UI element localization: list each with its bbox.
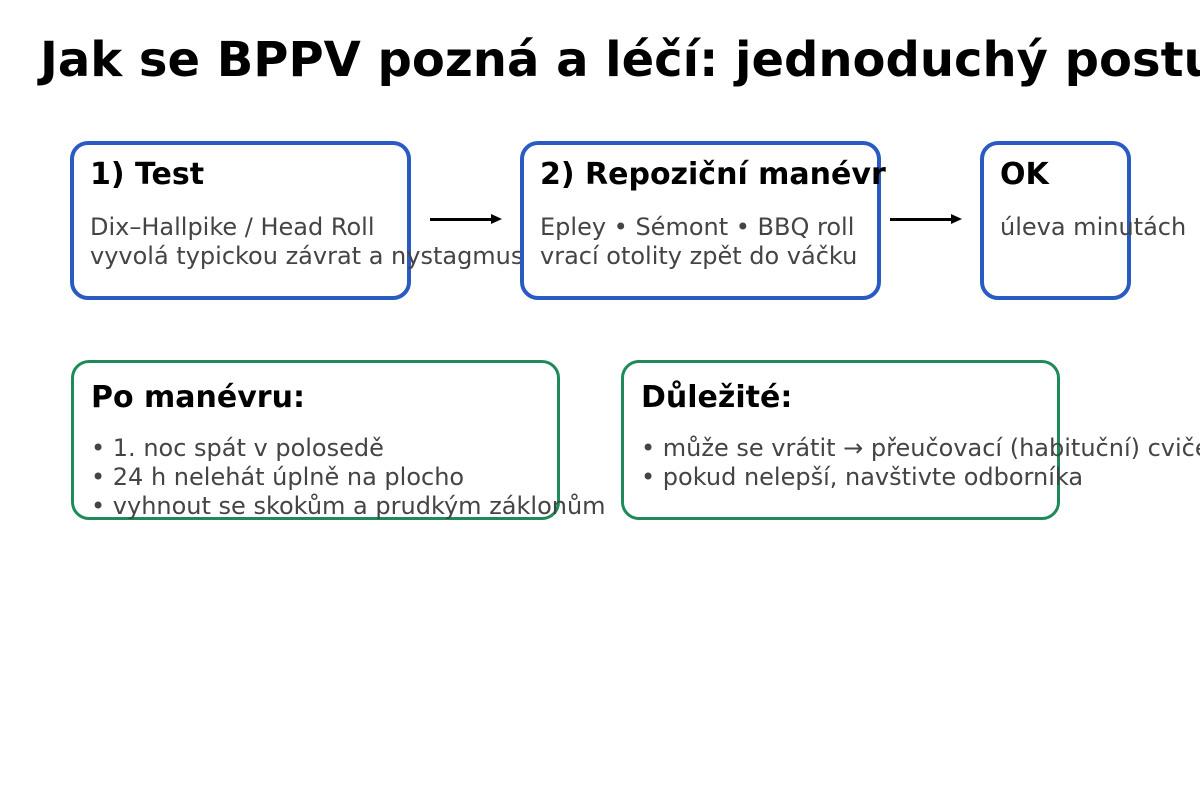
step-test-line: vyvolá typickou závrat a nystagmus (90, 242, 524, 270)
after-maneuver-heading: Po manévru: (91, 380, 305, 415)
step-maneuver-text: Epley • Sémont • BBQ roll vrací otolity … (540, 213, 877, 271)
list-item: • vyhnout se skokům a prudkým záklonům (91, 492, 606, 520)
flow-arrow-right-icon (430, 213, 502, 227)
list-item: • pokud nelepší, navštivte odborníka (641, 463, 1084, 491)
list-item: • 24 h nelehát úplně na plocho (91, 463, 465, 491)
step-test-heading: 1) Test (90, 157, 205, 192)
step-ok-line: úleva minutách (1000, 213, 1187, 241)
after-maneuver-list: • 1. noc spát v polosedě • 24 h nelehát … (91, 434, 606, 521)
step-ok-text: úleva minutách (1000, 213, 1187, 242)
step-maneuver-line: vrací otolity zpět do váčku (540, 242, 858, 270)
step-ok-box: OK úleva minutách (980, 141, 1187, 300)
important-heading: Důležité: (641, 380, 793, 415)
list-item: • 1. noc spát v polosedě (91, 434, 384, 462)
step-test-box: 1) Test Dix–Hallpike / Head Roll vyvolá … (70, 141, 524, 300)
page-title: Jak se BPPV pozná a léčí: jednoduchý pos… (40, 32, 1200, 88)
step-ok-heading: OK (1000, 157, 1049, 192)
step-test-text: Dix–Hallpike / Head Roll vyvolá typickou… (90, 213, 524, 271)
step-maneuver-heading: 2) Repoziční manévr (540, 157, 886, 192)
step-maneuver-line: Epley • Sémont • BBQ roll (540, 213, 855, 241)
list-item: • může se vrátit → přeučovací (habituční… (641, 434, 1200, 462)
important-box: Důležité: • může se vrátit → přeučovací … (621, 360, 1200, 520)
important-list: • může se vrátit → přeučovací (habituční… (641, 434, 1200, 492)
flow-arrow-right-icon (890, 213, 962, 227)
after-maneuver-box: Po manévru: • 1. noc spát v polosedě • 2… (71, 360, 606, 521)
step-maneuver-box: 2) Repoziční manévr Epley • Sémont • BBQ… (520, 141, 886, 300)
step-test-line: Dix–Hallpike / Head Roll (90, 213, 375, 241)
